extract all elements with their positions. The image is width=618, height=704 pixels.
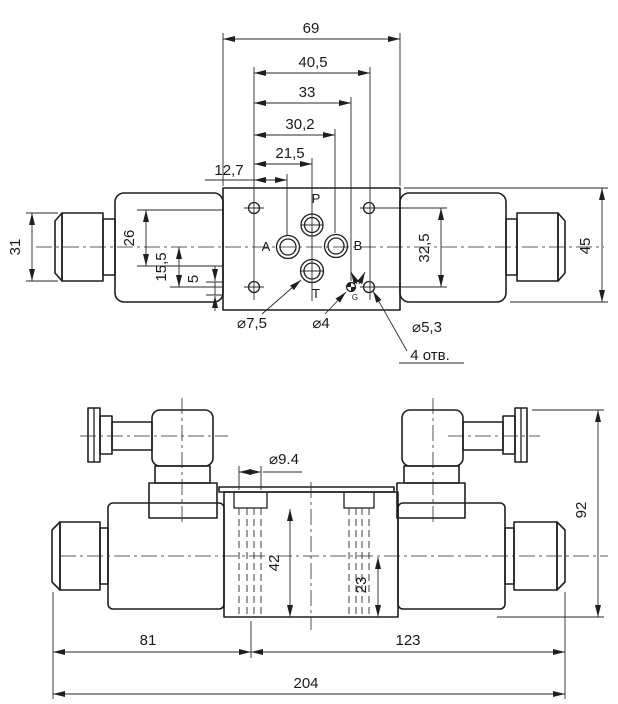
top-stack-extensions — [222, 33, 401, 301]
dim-text-9-4: ⌀9.4 — [269, 451, 299, 468]
leader-v-right — [356, 271, 366, 285]
bottom-view-centerlines — [60, 398, 608, 630]
port-b-inner — [327, 237, 345, 255]
left-din-connector-base — [154, 465, 211, 484]
dim-text-32-5: 32,5 — [416, 233, 433, 262]
leader-mount — [372, 290, 408, 352]
bottom-view-texts: ⌀9.4 42 23 92 81 123 204 — [140, 451, 590, 692]
port-label-p: P — [312, 191, 321, 206]
connector-centerlines — [181, 398, 434, 524]
callout-mount-note: 4 отв. — [410, 347, 450, 364]
dim-text-21-5: 21,5 — [275, 145, 304, 162]
right-counterbore-notch — [343, 492, 375, 509]
left-counterbore-notch — [233, 492, 268, 509]
port-b-outer — [323, 233, 349, 259]
top-view-texts: 69 40,5 33 30,2 21,5 12,7 31 26 15,5 5 3… — [7, 20, 594, 364]
top-view-leaders — [261, 271, 464, 364]
mounting-strip — [218, 486, 395, 493]
left-solenoid-tube — [114, 192, 224, 303]
dim-text-5: 5 — [185, 275, 202, 283]
right-plug-ring — [502, 415, 516, 455]
dim-text-15-5: 15,5 — [153, 252, 170, 281]
gauge-hole-fill-2 — [351, 287, 356, 292]
port-label-b: B — [354, 238, 363, 253]
dim-text-42: 42 — [266, 555, 283, 572]
dim-text-81: 81 — [140, 632, 157, 649]
bottom-view: ⌀9.4 42 23 92 81 123 204 — [51, 398, 608, 699]
dim-text-26: 26 — [121, 230, 138, 247]
dim-text-69: 69 — [303, 20, 320, 37]
left-coil-flange — [148, 482, 218, 519]
dim-text-123: 123 — [395, 632, 420, 649]
top-view-dimension-lines — [29, 36, 605, 311]
dim-text-23: 23 — [353, 577, 370, 594]
left-knob-cap — [54, 212, 63, 282]
right-knob-cap — [557, 212, 566, 282]
leader-t-port — [261, 279, 302, 315]
top-view: 69 40,5 33 30,2 21,5 12,7 31 26 15,5 5 3… — [7, 20, 608, 364]
callout-mount: ⌀5,3 — [412, 319, 442, 336]
right-din-connector-base — [403, 465, 460, 484]
dim-text-92: 92 — [573, 502, 590, 519]
height-extensions — [497, 409, 604, 618]
dim-text-31: 31 — [7, 239, 24, 256]
right-knob-cap-bottom — [556, 521, 566, 591]
leader-gauge — [324, 291, 347, 315]
top-view-outlines — [54, 187, 566, 311]
bottom-view-outlines — [51, 407, 566, 618]
port-label-g: G — [352, 293, 358, 302]
dim-text-33: 33 — [299, 84, 316, 101]
valve-body-top — [222, 187, 401, 311]
left-hidden-hole — [238, 508, 262, 617]
callout-gauge: ⌀4 — [312, 315, 329, 332]
dim-text-30-2: 30,2 — [285, 116, 314, 133]
dim-text-12-7: 12,7 — [214, 162, 243, 179]
port-label-a: A — [262, 239, 271, 254]
top-view-centerlines — [36, 207, 604, 288]
dim-text-40-5: 40,5 — [298, 54, 327, 71]
left-knob-cap-bottom — [51, 521, 61, 591]
right-extensions — [377, 187, 608, 303]
gauge-hole-fill-1 — [346, 282, 351, 287]
dim-text-45: 45 — [577, 238, 594, 255]
bottom-view-dimension-lines — [53, 410, 601, 697]
dim-text-204: 204 — [293, 675, 318, 692]
left-plug-ring — [99, 415, 113, 455]
callout-t-port: ⌀7,5 — [237, 315, 267, 332]
right-coil-flange — [396, 482, 466, 519]
bottom-view-hidden-lines — [238, 508, 370, 617]
port-label-t: T — [312, 286, 320, 301]
leader-v-left — [350, 271, 360, 285]
right-din-connector — [401, 409, 464, 467]
right-hidden-hole — [348, 508, 370, 617]
left-din-connector — [151, 409, 214, 467]
